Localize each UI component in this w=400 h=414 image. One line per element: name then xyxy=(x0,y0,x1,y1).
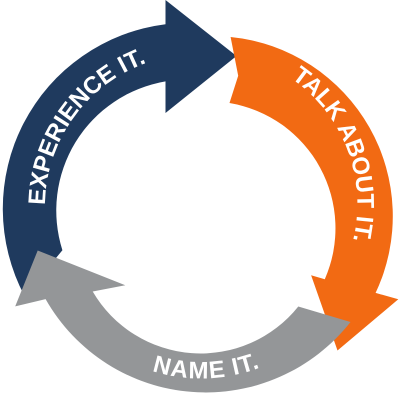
name-it-arrow xyxy=(15,250,351,393)
experience-arrow xyxy=(2,0,237,297)
talk-about-arrow xyxy=(229,37,399,351)
